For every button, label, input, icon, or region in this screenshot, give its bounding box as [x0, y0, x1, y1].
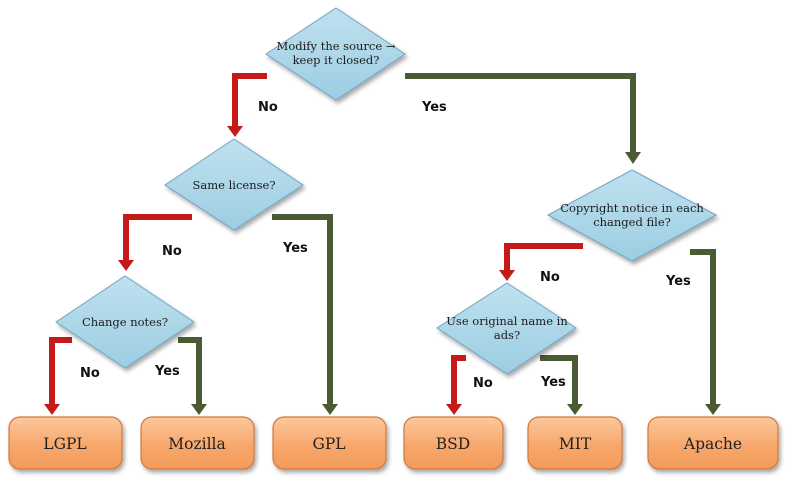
- edge-q3-yes-line: [178, 337, 202, 406]
- edge-q5-yes-arrowhead: [567, 404, 583, 415]
- decision-q3: Change notes?: [55, 275, 195, 369]
- edge-label-q5-yes: Yes: [540, 375, 566, 390]
- decision-q5-text-line1: Use original name in: [446, 314, 568, 328]
- edge-q1-yes-line: [405, 73, 636, 154]
- edge-q5-no-arrowhead: [446, 404, 462, 415]
- edge-label-q2-no: No: [162, 244, 182, 259]
- license-box-gpl-label: GPL: [312, 435, 345, 453]
- license-box-bsd: BSD: [403, 416, 504, 470]
- license-box-lgpl-label: LGPL: [43, 435, 86, 453]
- decision-q4: Copyright notice in each changed file?: [546, 169, 718, 262]
- license-box-mozilla: Mozilla: [140, 416, 255, 470]
- edge-q4-no-arrowhead: [499, 270, 515, 281]
- decision-q2-text: Same license?: [193, 178, 276, 192]
- edge-q1-yes-arrowhead: [625, 152, 641, 164]
- decision-q4-text-line1: Copyright notice in each: [560, 201, 704, 215]
- edge-q3-no-line: [49, 337, 72, 406]
- edge-label-q1-yes: Yes: [421, 100, 447, 115]
- edge-q5-no-line: [451, 355, 466, 406]
- license-box-mozilla-label: Mozilla: [168, 435, 225, 453]
- license-box-lgpl: LGPL: [8, 416, 123, 470]
- edge-q4-yes-line: [690, 249, 716, 406]
- license-box-bsd-label: BSD: [436, 435, 470, 453]
- decision-q1: Modify the source → keep it closed?: [265, 7, 406, 101]
- edge-label-q4-no: No: [540, 270, 560, 285]
- decision-q1-text-line2: keep it closed?: [293, 53, 380, 67]
- edge-labels: No Yes No Yes No Yes No Yes No Yes: [80, 100, 691, 391]
- connectors: [44, 73, 721, 415]
- edge-q2-yes-line: [272, 214, 333, 406]
- decision-q4-text-line2: changed file?: [593, 215, 671, 229]
- edge-q2-yes-arrowhead: [322, 404, 338, 415]
- edge-q3-no-arrowhead: [44, 404, 60, 415]
- edge-q2-no-line: [123, 214, 192, 262]
- edge-q2-no-arrowhead: [118, 260, 134, 271]
- license-box-gpl: GPL: [272, 416, 387, 470]
- edge-q3-yes-arrowhead: [191, 404, 207, 415]
- edge-label-q4-yes: Yes: [665, 274, 691, 289]
- edge-label-q2-yes: Yes: [282, 241, 308, 256]
- license-box-apache: Apache: [647, 416, 779, 470]
- decision-q5: Use original name in ads?: [436, 282, 577, 375]
- decision-q5-text-line2: ads?: [494, 328, 520, 342]
- edge-q5-yes-line: [540, 355, 578, 406]
- decision-q1-text-line1: Modify the source →: [277, 39, 396, 53]
- edge-label-q5-no: No: [473, 376, 493, 391]
- edge-q4-no-line: [504, 243, 583, 272]
- edge-label-q3-no: No: [80, 366, 100, 381]
- edge-label-q3-yes: Yes: [154, 364, 180, 379]
- edge-q4-yes-arrowhead: [705, 404, 721, 415]
- decision-q3-text: Change notes?: [82, 315, 168, 329]
- license-box-mit-label: MIT: [559, 435, 592, 453]
- edge-q1-no-arrowhead: [227, 126, 243, 137]
- decision-q2: Same license?: [164, 138, 304, 231]
- edge-q1-no-line: [232, 73, 267, 128]
- license-box-mit: MIT: [527, 416, 623, 470]
- edge-label-q1-no: No: [258, 100, 278, 115]
- license-box-apache-label: Apache: [683, 435, 742, 453]
